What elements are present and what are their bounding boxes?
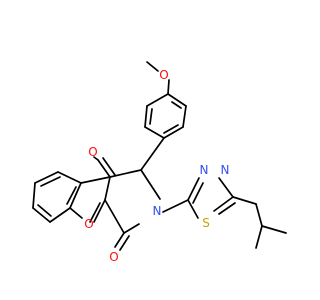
methoxy-oxygen-label: O [159, 68, 168, 82]
lactam-oxygen-label: O [109, 250, 118, 264]
ketone-oxygen-label: O [88, 145, 97, 159]
thiadiazole-n2-label: N [221, 163, 230, 177]
atom-labels: O O O O N N N S [84, 68, 229, 264]
bond-lines [32, 61, 287, 251]
ring-oxygen-label: O [84, 217, 93, 231]
thiadiazole-sulfur-label: S [202, 216, 210, 230]
imide-nitrogen-label: N [153, 204, 162, 218]
thiadiazole-n1-label: N [200, 163, 209, 177]
molecule-structure: O O O O N N N S [32, 61, 287, 264]
